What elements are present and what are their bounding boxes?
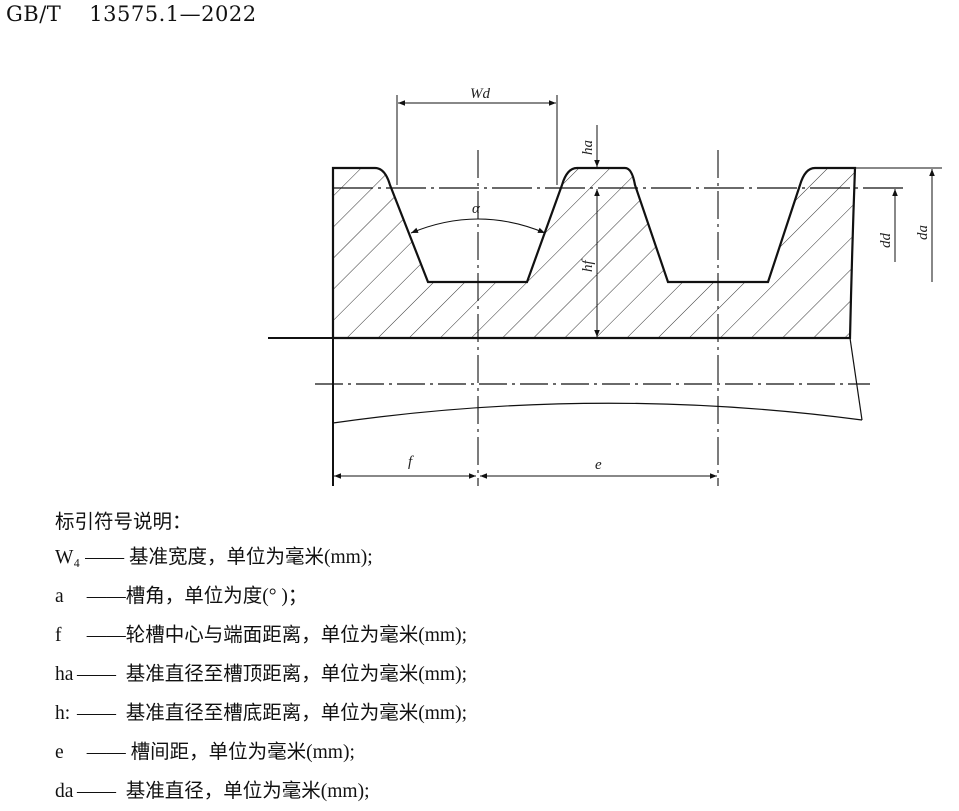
ha-label: ha — [580, 140, 596, 155]
alpha-arc — [410, 218, 546, 234]
legend-text: 轮槽中心与端面距离，单位为毫米(mm); — [125, 625, 467, 646]
legend-item: a ——槽角，单位为度(° )； — [55, 577, 467, 616]
legend-symbol: W₄ — [55, 547, 81, 568]
break-line — [849, 337, 863, 421]
legend-symbol: e — [55, 742, 64, 763]
legend-dash: —— — [77, 625, 126, 646]
legend-dash: —— — [77, 781, 126, 802]
legend-symbol: da — [55, 781, 74, 802]
legend: 标引符号说明： W₄ —— 基准宽度，单位为毫米(mm); a ——槽角，单位为… — [55, 508, 467, 811]
standard-code: GB/T — [6, 2, 62, 26]
standard-number: 13575.1—2022 — [89, 2, 257, 26]
legend-item: e —— 槽间距，单位为毫米(mm); — [55, 733, 467, 772]
legend-text: 基准直径，单位为毫米(mm); — [125, 781, 370, 802]
legend-symbol: h: — [55, 703, 71, 724]
legend-item: ha—— 基准直径至槽顶距离，单位为毫米(mm); — [55, 655, 467, 694]
legend-item: da—— 基准直径，单位为毫米(mm); — [55, 772, 467, 811]
legend-dash: —— — [80, 547, 129, 568]
wd-label: Wd — [470, 86, 490, 102]
pulley-section — [331, 166, 857, 340]
legend-text: 槽间距，单位为毫米(mm); — [130, 742, 355, 763]
legend-dash: —— — [77, 586, 126, 607]
dd-label: dd — [878, 233, 894, 249]
bore-curve — [332, 402, 863, 424]
legend-item: W₄ —— 基准宽度，单位为毫米(mm); — [55, 538, 467, 577]
hf-label: hf — [580, 259, 596, 273]
legend-dash: —— — [77, 703, 126, 724]
legend-text: 槽角，单位为度(° )； — [125, 586, 308, 607]
legend-text: 基准直径至槽顶距离，单位为毫米(mm); — [125, 664, 467, 685]
legend-symbol: f — [55, 625, 62, 646]
legend-symbol: a — [55, 586, 64, 607]
legend-dash: —— — [77, 742, 131, 763]
legend-title: 标引符号说明： — [55, 512, 192, 533]
legend-item: h: —— 基准直径至槽底距离，单位为毫米(mm); — [55, 694, 467, 733]
legend-item: f ——轮槽中心与端面距离，单位为毫米(mm); — [55, 616, 467, 655]
alpha-label: α — [472, 201, 481, 217]
e-label: e — [595, 457, 602, 473]
legend-symbol: ha — [55, 664, 74, 685]
legend-dash: —— — [77, 664, 126, 685]
f-label: f — [408, 454, 414, 470]
da-label: da — [915, 225, 931, 240]
legend-text: 基准直径至槽底距离，单位为毫米(mm); — [125, 703, 467, 724]
legend-text: 基准宽度，单位为毫米(mm); — [128, 547, 373, 568]
page-header: GB/T 13575.1—2022 — [6, 2, 285, 26]
